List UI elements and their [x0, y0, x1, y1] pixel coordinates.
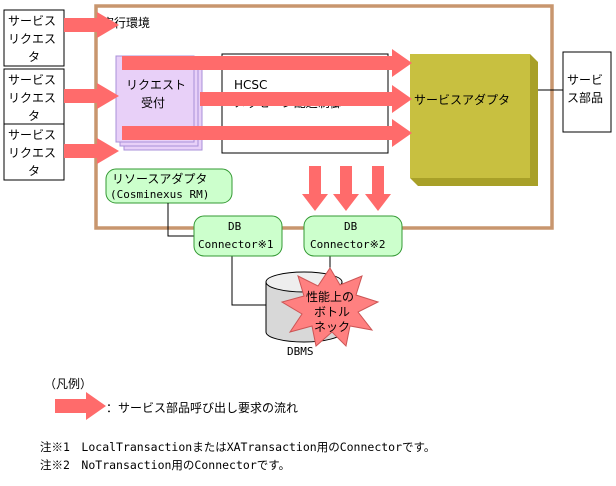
legend-arrow-icon — [55, 392, 106, 420]
connector-flow-arrows — [302, 166, 391, 211]
bottleneck-line2: ボトル — [314, 305, 350, 319]
service-requester-3-line2: リクエス — [8, 146, 56, 160]
db-connector-2: DB Connector※2 — [303, 215, 403, 257]
service-requester-2: サービス リクエス タ — [3, 68, 65, 126]
flow-arrow-2 — [64, 83, 119, 109]
flow-arrow-5 — [200, 85, 412, 113]
service-component: サービ ス部品 — [562, 51, 612, 133]
down-arrow-1 — [302, 166, 328, 211]
service-component-line1: サービ — [567, 73, 603, 87]
service-requester-3: サービス リクエス タ — [3, 123, 65, 181]
flow-arrow-6 — [122, 119, 412, 147]
flow-arrow-1 — [64, 12, 119, 38]
service-adapter: サービスアダプタ — [410, 54, 538, 186]
request-reception-line1: リクエスト — [126, 78, 186, 92]
db-connector-2-line1: DB — [344, 220, 358, 233]
resource-adapter-line1: リソースアダプタ — [112, 171, 207, 186]
flow-arrow-3 — [64, 138, 119, 164]
db-connector-1: DB Connector※1 — [193, 215, 283, 257]
service-requester-1-line2: リクエス — [8, 32, 56, 46]
resource-adapter-line2: (Cosminexus RM) — [110, 188, 209, 201]
service-requester-2-line2: リクエス — [8, 91, 56, 105]
bottleneck-line1: 性能上の — [306, 290, 354, 304]
db-connector-2-line2: Connector※2 — [310, 238, 385, 251]
service-requester-3-line1: サービス — [8, 128, 56, 142]
service-requester-3-line3: タ — [28, 164, 40, 178]
request-flow-arrows — [64, 12, 412, 164]
service-requester-1-line3: タ — [28, 50, 40, 64]
down-arrow-2 — [333, 166, 359, 211]
service-requester-1-line1: サービス — [8, 14, 56, 28]
hcsc-line1: HCSC — [234, 78, 267, 92]
bottleneck-burst-icon — [280, 267, 380, 348]
service-component-line2: ス部品 — [567, 90, 603, 105]
service-requester-2-line1: サービス — [8, 73, 56, 87]
note-1: 注※1 LocalTransactionまたはXATransaction用のCo… — [40, 440, 436, 454]
db-connector-1-line1: DB — [228, 220, 242, 233]
legend-heading: （凡例） — [44, 377, 93, 391]
dbms-label: DBMS — [287, 345, 314, 358]
bottleneck-line3: ネック — [314, 320, 350, 334]
service-adapter-label: サービスアダプタ — [414, 92, 510, 107]
legend-arrow-label: ：サービス部品呼び出し要求の流れ — [106, 401, 299, 415]
request-reception-line2: 受付 — [141, 96, 165, 110]
service-requester-1: サービス リクエス タ — [3, 9, 65, 67]
note-2: 注※2 NoTransaction用のConnectorです。 — [40, 458, 291, 472]
service-requester-2-line3: タ — [28, 109, 40, 123]
flow-arrow-4 — [122, 49, 412, 77]
resource-adapter: リソースアダプタ (Cosminexus RM) — [105, 168, 233, 204]
db-connector-1-line2: Connector※1 — [198, 238, 273, 251]
db-connection-lines — [167, 203, 331, 306]
down-arrow-3 — [365, 166, 391, 211]
